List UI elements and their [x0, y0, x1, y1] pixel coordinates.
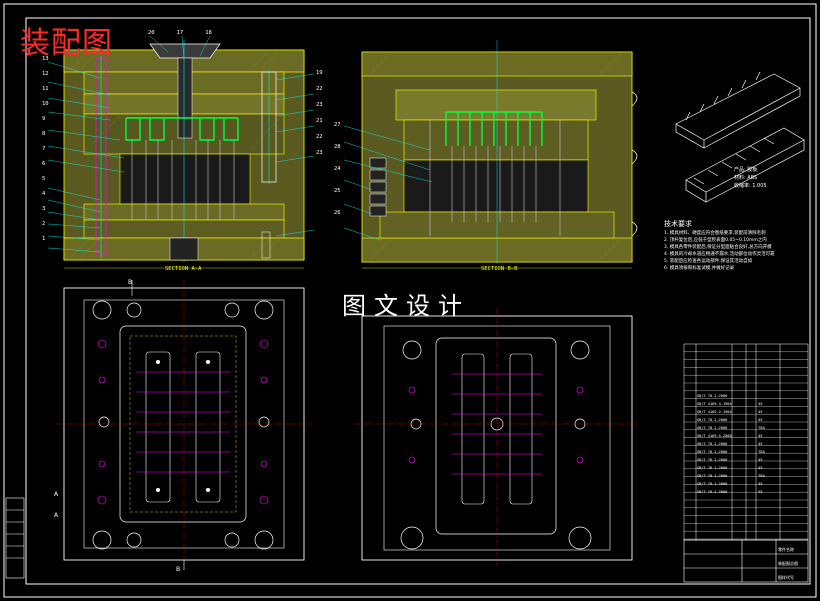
left-callout-list: 13 12 11 10 9 8 7 6 5 4 3 2 1	[42, 56, 52, 251]
bom-code-line: GB/T 70.1-2000	[697, 450, 728, 454]
bom-code-line: GB/T 4169.5-2006	[697, 434, 732, 438]
section-mark-b-top: B	[128, 279, 133, 286]
bom-material-line: 45	[758, 457, 763, 462]
margin-strip	[5, 497, 25, 579]
top-callout-list: 20 17 18	[148, 30, 234, 36]
section-mark-b-bottom: B	[176, 566, 181, 573]
tech-requirement-line: 6. 模具须按照标准试模,并做好记录	[664, 266, 735, 271]
left-callouts-12: 1	[42, 236, 46, 242]
drawing-title: 装配图	[20, 26, 113, 61]
mid-callouts-3: 25	[334, 188, 341, 194]
bom-material-line: 45	[758, 417, 763, 422]
bom-code-line: GB/T 4169.2-1984	[697, 410, 732, 414]
right-callouts-3: 21	[316, 118, 323, 124]
bom-material-line: T8A	[758, 473, 765, 478]
bom-material-line: T8A	[758, 425, 765, 430]
bom-code-line: GB/T 70.1-2000	[697, 490, 728, 494]
sheet-border	[3, 3, 817, 598]
bom-material-line: 45	[758, 481, 763, 486]
product-info-line: 材料: ABS	[734, 175, 758, 181]
bom-material-line: 45	[758, 489, 763, 494]
left-callouts-11: 2	[42, 221, 46, 227]
section-bb-view	[343, 40, 638, 269]
left-callouts-7: 6	[42, 161, 46, 167]
title-block	[683, 539, 809, 583]
left-callouts-6: 7	[42, 146, 46, 152]
tech-requirement-line: 3. 模具各零件装配后,保证分型面贴合良好,总方向开模	[664, 245, 772, 250]
tech-requirements: 1. 模具材料、硬度应符合图纸要求,装配前清除毛刺 2. 顶杆复位后,应低于型腔表…	[664, 230, 804, 272]
section-mark-a-top: A	[54, 491, 59, 498]
title-block-line: 零件名称	[778, 547, 794, 552]
right-callouts-1: 22	[316, 86, 323, 92]
mid-callout-list: 27 28 24 25 26	[334, 122, 341, 232]
right-callouts-2: 23	[316, 102, 323, 108]
right-callout-list: 19 22 23 21 22 23	[316, 70, 323, 166]
bom-code-line: GB/T 70.1-2000	[697, 442, 728, 446]
left-callouts-9: 4	[42, 191, 46, 197]
left-callouts-8: 5	[42, 176, 46, 182]
product-info-line: 产品: 胶板	[734, 167, 758, 173]
left-callouts-10: 3	[42, 206, 46, 212]
tech-requirement-line: 2. 顶杆复位后,应低于型腔表面0.05~0.10mm之内	[664, 238, 767, 243]
left-callouts-4: 9	[42, 116, 46, 122]
bom-code-line: GB/T 70.1-2000	[697, 418, 728, 422]
mid-callouts-4: 26	[334, 210, 341, 216]
left-callouts-3: 10	[42, 101, 49, 107]
top-callouts-2: 18	[205, 30, 212, 36]
bom-material-line: 45	[758, 441, 763, 446]
right-callouts-5: 23	[316, 150, 323, 156]
bom-table	[683, 343, 809, 541]
bom-code-line: GB/T 70.1-2000	[697, 482, 728, 486]
left-callouts-0: 13	[42, 56, 49, 62]
top-callouts-0: 20	[148, 30, 155, 36]
product-isometric-view	[675, 71, 805, 203]
moving-half-plan-view	[354, 308, 640, 566]
bom-row-lines	[684, 351, 808, 540]
bom-code-line: GB/T 70.1-2000	[697, 394, 728, 398]
tech-requirement-line: 4. 模具的冷却水道应畅通不漏水,活动部位动作灵活可靠	[664, 252, 775, 257]
section-bb-label: SECTION B-B	[481, 266, 518, 272]
bom-material-line: T8A	[758, 449, 765, 454]
mid-callouts-2: 24	[334, 166, 341, 172]
mid-callouts-1: 28	[334, 144, 341, 150]
bom-code-line: GB/T 70.1-2000	[697, 466, 728, 470]
title-block-line: 图样代号	[778, 575, 794, 580]
left-callouts-1: 12	[42, 71, 49, 77]
left-callouts-5: 8	[42, 131, 46, 137]
drawing-frame	[25, 17, 811, 585]
bom-material-line: 45	[758, 409, 763, 414]
right-callouts-0: 19	[316, 70, 323, 76]
bom-code-line: GB/T 70.1-2000	[697, 426, 728, 430]
watermark-text: 图文设计	[342, 292, 470, 320]
left-callouts-2: 11	[42, 86, 49, 92]
tech-requirements-title: 技术要求	[664, 220, 692, 228]
bom-code-line: GB/T 70.1-2000	[697, 474, 728, 478]
top-callouts-1: 17	[176, 30, 184, 36]
title-block-line: 装配图总图	[778, 561, 798, 566]
tech-requirement-line: 5. 装配后应检查各运动部件,保证其活动自如	[664, 259, 753, 264]
bom-material-line: 45	[758, 433, 763, 438]
bom-code-line: GB/T 4169.4-1984	[697, 402, 732, 406]
mid-callouts-0: 27	[334, 122, 341, 128]
tech-requirement-line: 1. 模具材料、硬度应符合图纸要求,装配前清除毛刺	[664, 231, 766, 236]
title-block-text: 零件名称装配图总图图样代号	[778, 543, 808, 585]
product-info: 产品: 胶板材料: ABS 收缩率: 1.005	[734, 166, 767, 190]
right-callouts-4: 22	[316, 134, 323, 140]
bom-code-line: GB/T 70.1-2000	[697, 458, 728, 462]
product-info-line: 收缩率: 1.005	[734, 183, 767, 189]
bom-material-line: 45	[758, 401, 763, 406]
section-aa-label: SECTION A-A	[165, 266, 202, 272]
section-mark-a-bottom: A	[54, 512, 59, 519]
bom-material-line: 45	[758, 465, 763, 470]
fixed-half-plan-view	[56, 280, 312, 570]
section-aa-view	[47, 35, 315, 269]
